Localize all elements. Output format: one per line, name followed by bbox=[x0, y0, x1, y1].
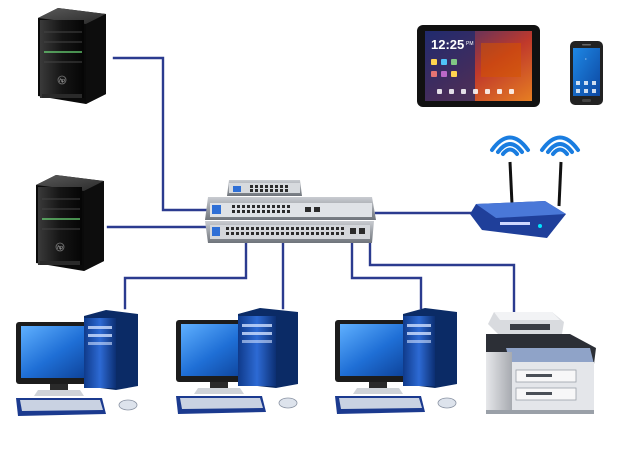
tablet-clock-suffix: PM bbox=[466, 41, 474, 47]
link-server-1-to-switch bbox=[112, 56, 210, 212]
tablet-icon: 12:25 PM bbox=[417, 25, 540, 107]
wifi-signal-icon bbox=[540, 135, 580, 156]
desktop-computer-icon bbox=[335, 308, 457, 414]
link-workstation-1-to-switch bbox=[123, 241, 248, 310]
tower-server-icon: hp bbox=[38, 8, 106, 104]
svg-text:·: · bbox=[585, 57, 587, 63]
desktop-computer-icon bbox=[176, 308, 298, 414]
svg-text:hp: hp bbox=[57, 245, 63, 251]
wifi-signal-icon bbox=[490, 135, 530, 156]
smartphone-icon: · bbox=[570, 41, 603, 105]
link-workstation-3-to-switch bbox=[350, 241, 423, 310]
network-switch-icon bbox=[205, 180, 376, 243]
link-printer-to-switch bbox=[368, 241, 516, 314]
multifunction-printer-icon bbox=[486, 312, 596, 414]
switch-unit-middle bbox=[205, 197, 376, 220]
svg-text:hp: hp bbox=[59, 78, 65, 84]
desktop-computer-icon bbox=[16, 310, 138, 416]
tower-server-icon: hp bbox=[36, 175, 104, 271]
switch-unit-top bbox=[227, 180, 302, 196]
cables bbox=[106, 56, 516, 314]
wireless-router-icon bbox=[470, 161, 566, 238]
tablet-clock: 12:25 bbox=[431, 37, 464, 52]
switch-unit-bottom bbox=[205, 221, 374, 243]
